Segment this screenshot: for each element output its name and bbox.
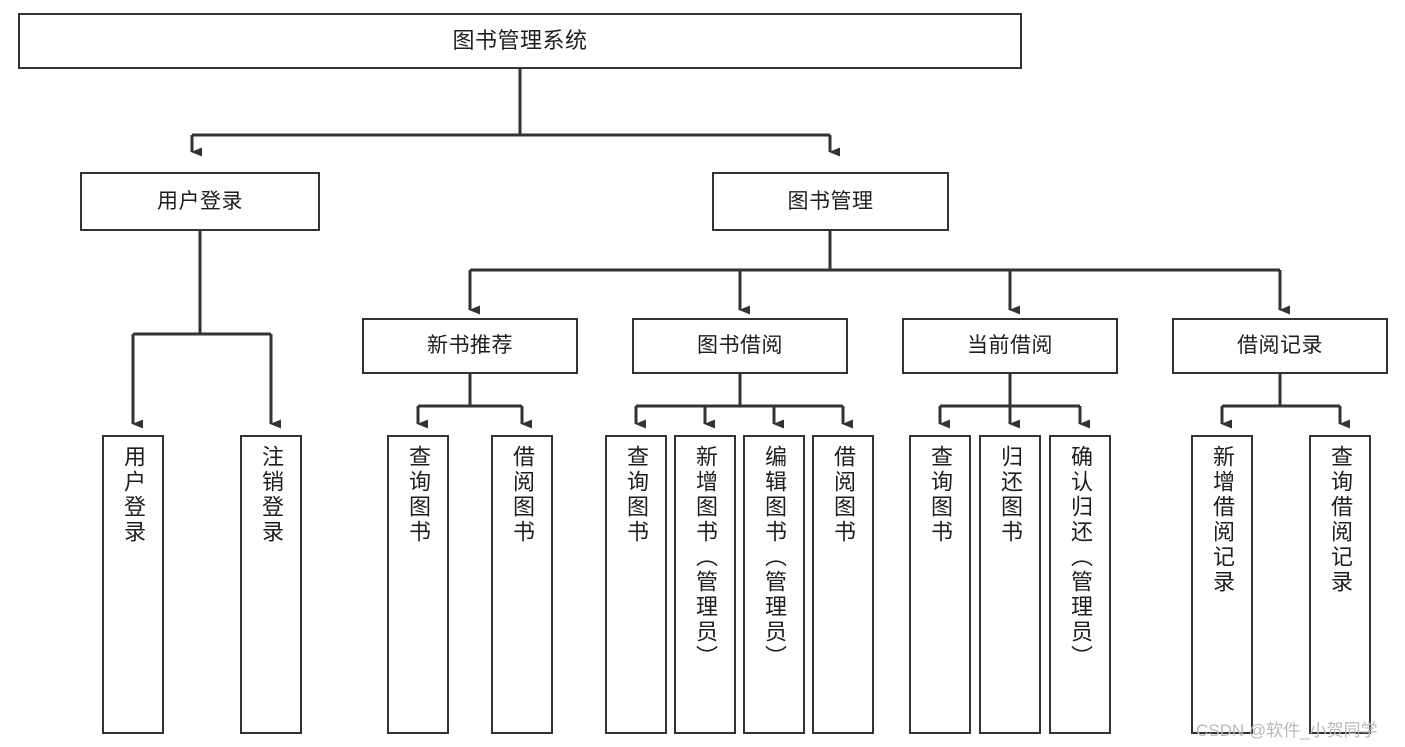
node-label: 用户登录 — [121, 445, 146, 545]
node-label: 注销登录 — [259, 445, 284, 545]
node-label: 查询图书 — [624, 445, 649, 545]
node-label: 新增借阅记录 — [1210, 445, 1235, 595]
leaf-borrow-book-recommend[interactable]: 借阅图书 — [491, 435, 553, 734]
node-label: 图书管理系统 — [452, 27, 588, 53]
node-label: 归还图书 — [998, 445, 1023, 545]
leaf-confirm-return-admin[interactable]: 确认归还（管理员） — [1049, 435, 1111, 734]
leaf-edit-book-admin[interactable]: 编辑图书（管理员） — [743, 435, 805, 734]
node-root-system[interactable]: 图书管理系统 — [18, 13, 1022, 69]
node-label: 新增图书（管理员） — [693, 445, 718, 670]
node-book-borrow[interactable]: 图书借阅 — [632, 318, 848, 374]
node-label: 编辑图书（管理员） — [762, 445, 787, 670]
leaf-query-book-recommend[interactable]: 查询图书 — [387, 435, 449, 734]
node-label: 借阅图书 — [831, 445, 856, 545]
node-book-management[interactable]: 图书管理 — [712, 172, 949, 231]
node-new-book-recommend[interactable]: 新书推荐 — [362, 318, 578, 374]
node-label: 查询借阅记录 — [1328, 445, 1353, 595]
leaf-query-borrow-record[interactable]: 查询借阅记录 — [1309, 435, 1371, 734]
leaf-add-borrow-record[interactable]: 新增借阅记录 — [1191, 435, 1253, 734]
node-label: 确认归还（管理员） — [1068, 445, 1093, 670]
leaf-borrow-book[interactable]: 借阅图书 — [812, 435, 874, 734]
node-borrow-record[interactable]: 借阅记录 — [1172, 318, 1388, 374]
node-label: 新书推荐 — [427, 334, 513, 358]
node-user-login[interactable]: 用户登录 — [80, 172, 320, 231]
node-label: 图书借阅 — [697, 334, 783, 358]
leaf-return-book[interactable]: 归还图书 — [979, 435, 1041, 734]
leaf-logout[interactable]: 注销登录 — [240, 435, 302, 734]
leaf-query-book-borrow[interactable]: 查询图书 — [605, 435, 667, 734]
node-label: 图书管理 — [787, 189, 874, 213]
node-label: 查询图书 — [406, 445, 431, 545]
node-label: 借阅图书 — [510, 445, 535, 545]
node-label: 当前借阅 — [967, 334, 1053, 358]
node-label: 查询图书 — [928, 445, 953, 545]
node-label: 用户登录 — [157, 189, 243, 213]
leaf-query-book-current[interactable]: 查询图书 — [909, 435, 971, 734]
csdn-watermark: CSDN @软件_小贺同学 — [1196, 721, 1378, 740]
leaf-user-login[interactable]: 用户登录 — [102, 435, 164, 734]
node-label: 借阅记录 — [1237, 334, 1323, 358]
leaf-add-book-admin[interactable]: 新增图书（管理员） — [674, 435, 736, 734]
node-current-borrow[interactable]: 当前借阅 — [902, 318, 1118, 374]
